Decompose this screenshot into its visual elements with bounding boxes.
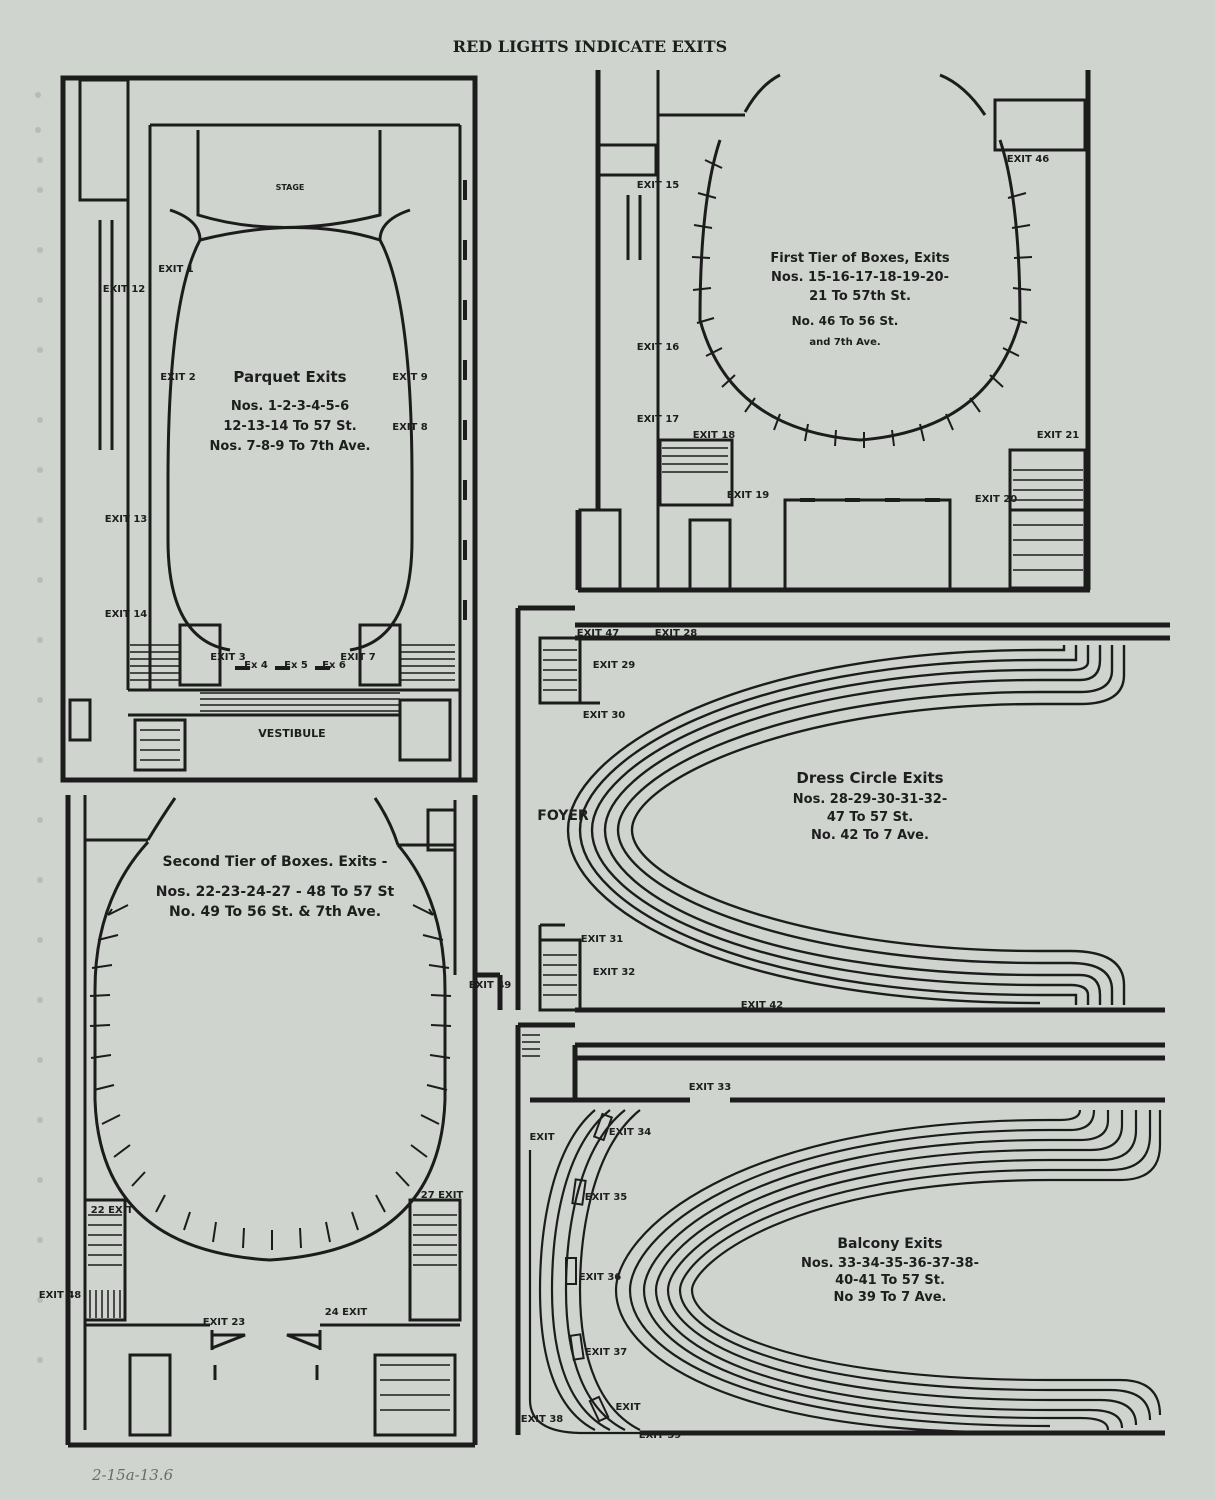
dress-circle-line3: 47 To 57 St. <box>827 810 913 825</box>
exit-upper-left: EXIT <box>529 1132 554 1143</box>
exit-28: EXIT 28 <box>655 628 698 639</box>
exit-16: EXIT 16 <box>637 342 680 353</box>
exit-14: EXIT 14 <box>105 609 148 620</box>
exit-3: EXIT 3 <box>210 652 246 663</box>
balcony-line2: Nos. 33-34-35-36-37-38- <box>801 1256 979 1271</box>
exit-8: EXIT 8 <box>392 422 428 433</box>
exit-13: EXIT 13 <box>105 514 148 525</box>
exit-5: Ex 5 <box>284 660 308 671</box>
exit-39: EXIT 39 <box>639 1430 682 1441</box>
parquet-line2: 12-13-14 To 57 St. <box>223 419 356 434</box>
exit-12: EXIT 12 <box>103 284 146 295</box>
exit-21: EXIT 21 <box>1037 430 1080 441</box>
exit-lower-left: EXIT 38 <box>521 1414 564 1425</box>
balcony-line4: No 39 To 7 Ave. <box>834 1290 947 1305</box>
second-tier-plan: Second Tier of Boxes. Exits - Nos. 22-23… <box>39 795 512 1448</box>
exit-33: EXIT 33 <box>689 1082 732 1093</box>
exit-4: Ex 4 <box>244 660 268 671</box>
exit-1: EXIT 1 <box>158 264 194 275</box>
parquet-plan: STAGE Parquet Exits Nos. 1-2-3-4-5-6 12-… <box>60 75 478 783</box>
exit-48: EXIT 48 <box>39 1290 82 1301</box>
parquet-title: Parquet Exits <box>233 368 346 386</box>
exit-6: Ex 6 <box>322 660 346 671</box>
first-tier-plan: First Tier of Boxes, Exits Nos. 15-16-17… <box>575 70 1091 593</box>
exit-2: EXIT 2 <box>160 372 196 383</box>
exit-24: 24 EXIT <box>325 1307 368 1318</box>
exit-35: EXIT 35 <box>585 1192 628 1203</box>
binder-holes <box>35 92 43 1363</box>
first-tier-line4: No. 46 To 56 St. <box>792 314 899 328</box>
exit-18: EXIT 18 <box>693 430 736 441</box>
parquet-line3: Nos. 7-8-9 To 7th Ave. <box>210 439 371 454</box>
exit-31: EXIT 31 <box>581 934 624 945</box>
dress-circle-line4: No. 42 To 7 Ave. <box>811 828 929 843</box>
exit-38: EXIT <box>615 1402 640 1413</box>
exit-46: EXIT 46 <box>1007 154 1050 165</box>
foyer-label: FOYER <box>537 808 589 824</box>
exit-27: 27 EXIT <box>421 1190 464 1201</box>
exit-20: EXIT 20 <box>975 494 1018 505</box>
dress-circle-plan: Dress Circle Exits Nos. 28-29-30-31-32- … <box>515 605 1170 1013</box>
dress-circle-line2: Nos. 28-29-30-31-32- <box>793 792 947 807</box>
dress-circle-line1: Dress Circle Exits <box>796 769 943 787</box>
exit-49: EXIT 49 <box>469 980 512 991</box>
first-tier-line1: First Tier of Boxes, Exits <box>770 251 950 266</box>
exit-34: EXIT 34 <box>609 1127 652 1138</box>
exit-29: EXIT 29 <box>593 660 636 671</box>
exit-23: EXIT 23 <box>203 1317 246 1328</box>
vestibule-label: VESTIBULE <box>258 727 325 740</box>
exit-9: EXIT 9 <box>392 372 428 383</box>
balcony-plan: Balcony Exits Nos. 33-34-35-36-37-38- 40… <box>515 1022 1165 1441</box>
second-tier-line1: Second Tier of Boxes. Exits - <box>162 854 387 870</box>
exit-32: EXIT 32 <box>593 967 636 978</box>
parquet-line1: Nos. 1-2-3-4-5-6 <box>231 399 349 414</box>
stage-label: STAGE <box>276 183 305 192</box>
exit-36: EXIT 36 <box>579 1272 622 1283</box>
exit-17: EXIT 17 <box>637 414 680 425</box>
exit-22: 22 EXIT <box>91 1205 134 1216</box>
first-tier-line3: 21 To 57th St. <box>809 289 911 304</box>
first-tier-line2: Nos. 15-16-17-18-19-20- <box>771 270 949 285</box>
first-tier-line5: and 7th Ave. <box>809 337 880 348</box>
exit-7: EXIT 7 <box>340 652 376 663</box>
header-title: RED LIGHTS INDICATE EXITS <box>453 37 727 56</box>
pencil-annotation: 2-15a-13.6 <box>91 1466 174 1484</box>
second-tier-line3: No. 49 To 56 St. & 7th Ave. <box>169 904 381 920</box>
exit-47: EXIT 47 <box>577 628 620 639</box>
exit-19: EXIT 19 <box>727 490 770 501</box>
exit-42: EXIT 42 <box>741 1000 784 1011</box>
exit-15: EXIT 15 <box>637 180 680 191</box>
balcony-line1: Balcony Exits <box>837 1236 942 1252</box>
second-tier-line2: Nos. 22-23-24-27 - 48 To 57 St <box>156 884 395 900</box>
balcony-line3: 40-41 To 57 St. <box>835 1273 945 1288</box>
exit-30: EXIT 30 <box>583 710 626 721</box>
exit-37: EXIT 37 <box>585 1347 628 1358</box>
